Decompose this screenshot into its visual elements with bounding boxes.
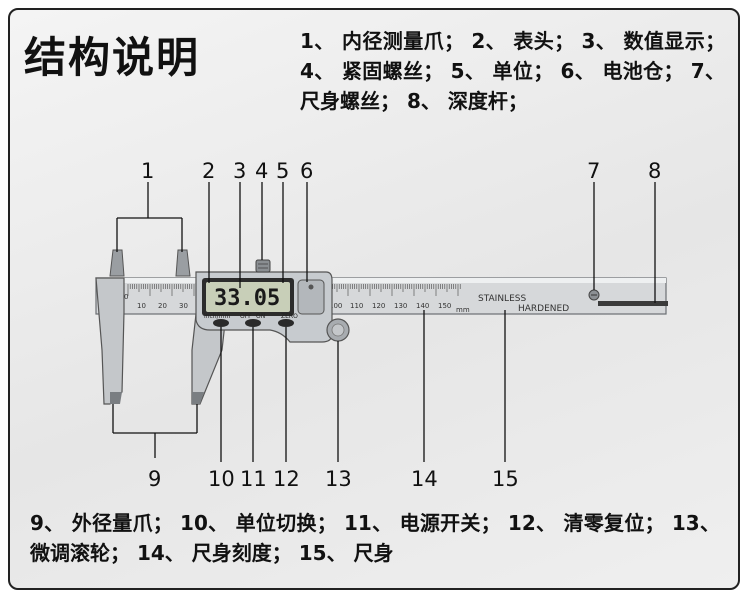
- button-label-zero: ZERO: [281, 313, 298, 320]
- callout-13: 13: [325, 467, 352, 491]
- callout-7: 7: [587, 159, 600, 183]
- callout-6: 6: [300, 159, 313, 183]
- callout-9: 9: [148, 467, 161, 491]
- legend-item-14: 14、 尺身刻度；: [136, 541, 299, 565]
- legend-item-1: 1、 内径测量爪；: [300, 29, 472, 53]
- legend-item-9: 9、 外径量爪；: [30, 511, 181, 535]
- depth-rod: [598, 301, 668, 306]
- callout-14: 14: [411, 467, 438, 491]
- legend-item-7: 7、 尺身螺丝；: [300, 59, 726, 113]
- scale-number: 100: [329, 302, 342, 310]
- legend-item-5: 5、 单位；: [450, 59, 561, 83]
- lcd-display: [206, 282, 290, 312]
- scale-number: 0: [124, 293, 128, 301]
- button-label-unit: inch/mm: [204, 313, 230, 320]
- callout-12: 12: [273, 467, 300, 491]
- callout-10: 10: [208, 467, 235, 491]
- scale-number: 10: [137, 302, 146, 310]
- legend-item-2: 2、 表头；: [471, 29, 582, 53]
- callout-2: 2: [202, 159, 215, 183]
- scale-number: 30: [179, 302, 188, 310]
- scale-unit: mm: [456, 306, 470, 314]
- jaw-tip-slider: [192, 392, 204, 404]
- scale-number: 130: [394, 302, 407, 310]
- scale-ticks: [127, 284, 461, 296]
- inside-jaw-fixed: [109, 249, 125, 277]
- legend-bottom: 9、 外径量爪； 10、 单位切换； 11、 电源开关； 12、 清零复位； 1…: [30, 508, 720, 568]
- stamp-hardened: HARDENED: [518, 304, 569, 314]
- button-label-on: ON: [256, 313, 265, 320]
- power-button[interactable]: [245, 319, 261, 327]
- scale-number: 110: [350, 302, 363, 310]
- battery-compartment: [297, 279, 325, 315]
- scale-number: 140: [416, 302, 429, 310]
- callout-5: 5: [276, 159, 289, 183]
- zero-button[interactable]: [278, 319, 294, 327]
- legend-item-10: 10、 单位切换；: [180, 511, 344, 535]
- legend-item-12: 12、 清零复位；: [507, 511, 672, 535]
- jaw-tip-fixed: [110, 392, 122, 404]
- inside-jaw-slider: [175, 249, 191, 277]
- callout-8: 8: [648, 159, 661, 183]
- legend-item-13: 13、 微调滚轮；: [30, 511, 720, 565]
- legend-item-4: 4、 紧固螺丝；: [300, 59, 451, 83]
- legend-item-6: 6、 电池仓；: [560, 59, 691, 83]
- beam-highlight: [96, 278, 666, 283]
- scale-number: 120: [372, 302, 385, 310]
- leader-lines: [112, 182, 656, 462]
- legend-top: 1、 内径测量爪； 2、 表头； 3、 数值显示； 4、 紧固螺丝； 5、 单位…: [300, 26, 725, 116]
- unit-switch-button[interactable]: [213, 319, 229, 327]
- diagram-title: 结构说明: [24, 33, 201, 82]
- callout-3: 3: [233, 159, 246, 183]
- outside-jaw-fixed: [95, 277, 125, 405]
- scale-number: 150: [438, 302, 451, 310]
- callout-11: 11: [240, 467, 267, 491]
- tightening-screw: [255, 259, 271, 273]
- button-label-off: OFF: [240, 313, 252, 320]
- callout-4: 4: [255, 159, 268, 183]
- legend-item-15: 15、 尺身: [298, 541, 394, 565]
- legend-item-11: 11、 电源开关；: [343, 511, 508, 535]
- legend-item-8: 8、 深度杆；: [406, 89, 528, 113]
- scale-number: 20: [158, 302, 167, 310]
- lcd-reading: 33.05: [214, 286, 280, 311]
- legend-item-3: 3、 数值显示；: [581, 29, 726, 53]
- callout-15: 15: [492, 467, 519, 491]
- callout-1: 1: [141, 159, 154, 183]
- stamp-stainless: STAINLESS: [478, 294, 526, 304]
